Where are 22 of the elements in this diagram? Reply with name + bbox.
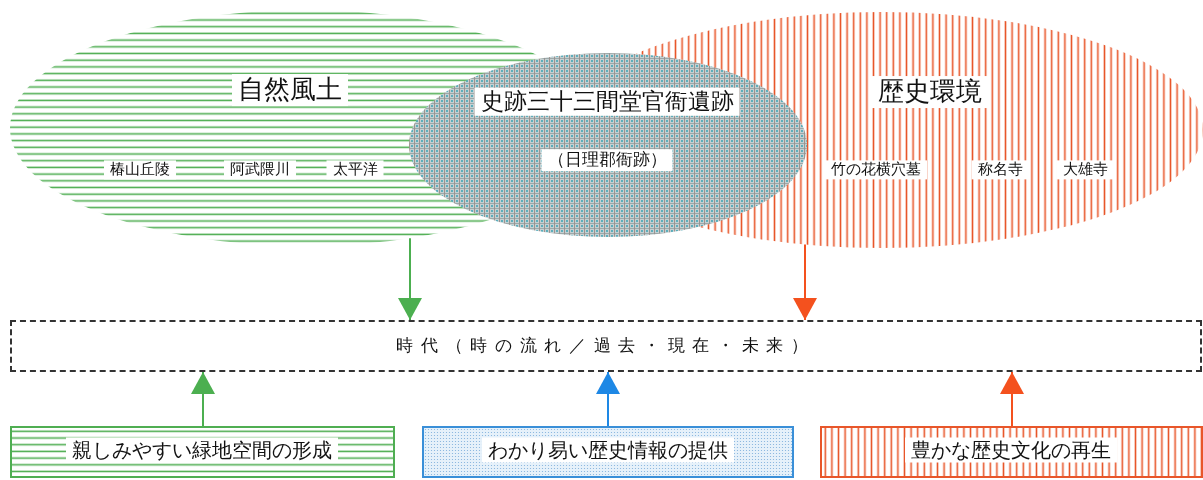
- place-label: 大雄寺: [1056, 160, 1114, 180]
- place-label: 椿山丘陵: [104, 160, 176, 180]
- heading-text: 親しみやすい緑地空間の形成: [66, 437, 338, 463]
- triangle-arrow: [1000, 371, 1024, 427]
- place-label: 竹の花横穴墓: [825, 160, 927, 180]
- heading-text: 史跡三十三間堂官衙遺跡: [474, 87, 740, 117]
- hatched-box: [10, 426, 395, 478]
- place-label: （日理郡衙跡）: [541, 149, 673, 171]
- heading-text: 豊かな歴史文化の再生: [905, 437, 1117, 463]
- place-label: 称名寺: [971, 160, 1029, 180]
- place-label: 太平洋: [326, 160, 384, 180]
- triangle-arrow: [793, 243, 817, 321]
- heading-text: わかり易い歴史情報の提供: [482, 437, 734, 463]
- heading-text: 自然風土: [232, 74, 348, 106]
- triangle-arrow: [191, 371, 215, 427]
- triangle-arrow: [398, 237, 422, 321]
- place-label: 阿武隈川: [224, 160, 296, 180]
- dashed-frame: [10, 320, 1202, 372]
- hatched-box: [820, 426, 1203, 478]
- dotted-box: [422, 426, 794, 478]
- heading-text: 歴史環境: [872, 76, 988, 108]
- triangle-arrow: [596, 371, 620, 427]
